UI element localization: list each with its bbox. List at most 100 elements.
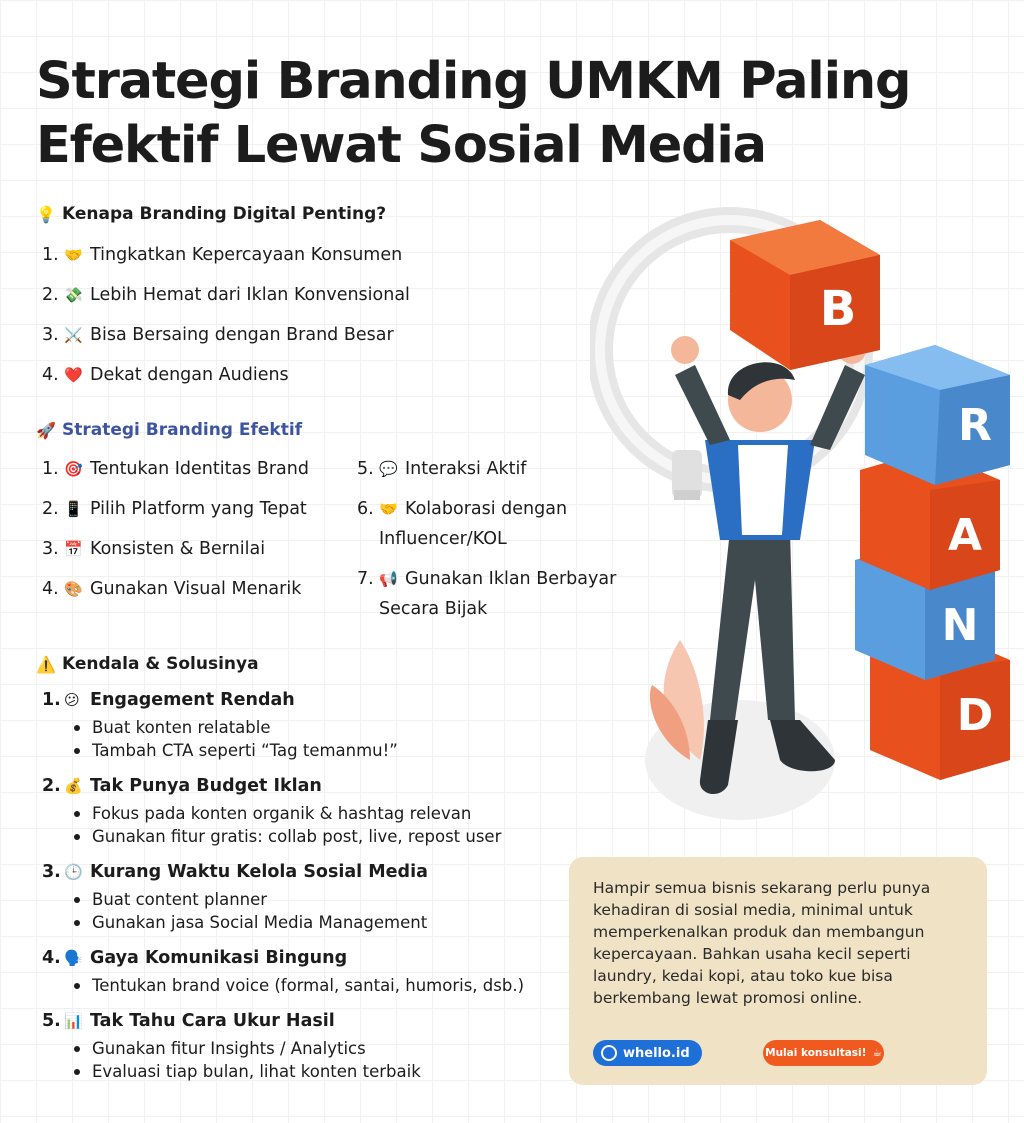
cube-b: B xyxy=(730,220,880,370)
bullet-text: Fokus pada konten organik & hashtag rele… xyxy=(92,804,472,823)
list-item: 1. 🎯 Tentukan Identitas Brand xyxy=(42,454,309,484)
bullet-text: Tambah CTA seperti “Tag temanmu!” xyxy=(92,741,398,760)
section-strategy-heading-text: Strategi Branding Efektif xyxy=(62,420,303,440)
obstacle-heading: 4. 🗣️ Gaya Komunikasi Bingung xyxy=(42,948,347,968)
bullet-dot xyxy=(74,920,80,926)
list-item: 6. 🤝 Kolaborasi dengan xyxy=(357,494,567,524)
website-label: whello.id xyxy=(623,1045,690,1061)
cube-letter-d: D xyxy=(957,690,994,741)
plant-icon xyxy=(649,640,704,760)
section-obstacles-heading-text: Kendala & Solusinya xyxy=(62,654,259,674)
lightbulb-icon: 💡 xyxy=(36,204,56,224)
item-number: 3. xyxy=(42,539,59,559)
cube-letter-b: B xyxy=(820,281,857,337)
bullet-dot xyxy=(74,811,80,817)
palette-icon: 🎨 xyxy=(64,580,83,598)
bullet-item: Tentukan brand voice (formal, santai, hu… xyxy=(74,975,524,997)
bullet-text: Gunakan fitur gratis: collab post, live,… xyxy=(92,827,502,846)
confused-face-icon: 😕 xyxy=(64,691,80,709)
list-item: 2. 📱 Pilih Platform yang Tepat xyxy=(42,494,307,524)
item-text: Interaksi Aktif xyxy=(405,459,527,479)
obstacle-title: Engagement Rendah xyxy=(90,690,295,710)
money-bag-icon: 💰 xyxy=(64,777,83,795)
rocket-icon: 🚀 xyxy=(36,420,56,440)
bullet-item: Buat konten relatable xyxy=(74,717,271,739)
obstacle-heading: 5. 📊 Tak Tahu Cara Ukur Hasil xyxy=(42,1011,335,1031)
bar-chart-icon: 📊 xyxy=(64,1012,83,1030)
bullet-item: Gunakan fitur Insights / Analytics xyxy=(74,1038,366,1060)
item-text: Bisa Bersaing dengan Brand Besar xyxy=(90,325,394,345)
item-number: 4. xyxy=(42,365,59,385)
bullet-dot xyxy=(74,897,80,903)
list-item: 5. 💬 Interaksi Aktif xyxy=(357,454,526,484)
bullet-text: Buat content planner xyxy=(92,890,268,909)
item-text-continued: Secara Bijak xyxy=(379,599,488,619)
obstacle-heading: 2. 💰 Tak Punya Budget Iklan xyxy=(42,776,322,796)
item-number: 6. xyxy=(357,499,374,519)
target-icon: 🎯 xyxy=(64,460,83,478)
list-item: 7. 📢 Gunakan Iklan Berbayar xyxy=(357,564,616,594)
consult-cta-button[interactable]: Mulai konsultasi! ☕ xyxy=(763,1040,884,1066)
money-wings-icon: 💸 xyxy=(64,286,83,304)
bullet-text: Tentukan brand voice (formal, santai, hu… xyxy=(92,976,525,995)
cta-label: Mulai konsultasi! xyxy=(765,1047,867,1059)
bullet-item: Gunakan jasa Social Media Management xyxy=(74,912,427,934)
obstacle-title: Kurang Waktu Kelola Sosial Media xyxy=(90,862,428,882)
item-number: 3. xyxy=(42,862,61,882)
bullet-text: Gunakan fitur Insights / Analytics xyxy=(92,1039,366,1058)
title-line-2: Efektif Lewat Sosial Media xyxy=(36,116,767,175)
obstacle-title: Gaya Komunikasi Bingung xyxy=(90,948,348,968)
bullet-item: Fokus pada konten organik & hashtag rele… xyxy=(74,803,471,825)
website-link-button[interactable]: whello.id xyxy=(593,1040,702,1066)
globe-icon xyxy=(601,1045,617,1061)
megaphone-icon: 📢 xyxy=(379,570,398,588)
item-number: 4. xyxy=(42,579,59,599)
section-strategy-heading: 🚀 Strategi Branding Efektif xyxy=(36,420,302,440)
obstacle-heading: 3. 🕒 Kurang Waktu Kelola Sosial Media xyxy=(42,862,428,882)
heart-icon: ❤️ xyxy=(64,366,83,384)
speaking-head-icon: 🗣️ xyxy=(64,949,83,967)
list-item: 1. 🤝 Tingkatkan Kepercayaan Konsumen xyxy=(42,240,402,270)
speech-bubble-icon: 💬 xyxy=(379,460,398,478)
bullet-dot xyxy=(74,725,80,731)
item-number: 1. xyxy=(42,459,59,479)
bullet-item: Buat content planner xyxy=(74,889,267,911)
section-why-heading-text: Kenapa Branding Digital Penting? xyxy=(62,204,387,224)
bullet-dot xyxy=(74,834,80,840)
item-text: Pilih Platform yang Tepat xyxy=(90,499,307,519)
bullet-text: Gunakan jasa Social Media Management xyxy=(92,913,428,932)
bullet-text: Evaluasi tiap bulan, lihat konten terbai… xyxy=(92,1062,421,1081)
item-number: 2. xyxy=(42,285,59,305)
obstacle-heading: 1. 😕 Engagement Rendah xyxy=(42,690,295,710)
list-item: 2. 💸 Lebih Hemat dari Iklan Konvensional xyxy=(42,280,410,310)
item-text: Gunakan Iklan Berbayar xyxy=(405,569,617,589)
list-item: 3. ⚔️ Bisa Bersaing dengan Brand Besar xyxy=(42,320,394,350)
item-text: Dekat dengan Audiens xyxy=(90,365,289,385)
calendar-icon: 📅 xyxy=(64,540,83,558)
bullet-item: Tambah CTA seperti “Tag temanmu!” xyxy=(74,740,398,762)
item-text: Tentukan Identitas Brand xyxy=(90,459,309,479)
mobile-phone-icon: 📱 xyxy=(64,500,83,518)
item-text: Tingkatkan Kepercayaan Konsumen xyxy=(90,245,403,265)
bullet-item: Gunakan fitur gratis: collab post, live,… xyxy=(74,826,501,848)
handshake-icon: 🤝 xyxy=(379,500,398,518)
cube-letter-r: R xyxy=(958,400,992,451)
cube-letter-a: A xyxy=(948,510,982,561)
item-number: 2. xyxy=(42,499,59,519)
bullet-item: Evaluasi tiap bulan, lihat konten terbai… xyxy=(74,1061,421,1083)
list-item: 3. 📅 Konsisten & Bernilai xyxy=(42,534,265,564)
crossed-swords-icon: ⚔️ xyxy=(64,326,83,344)
info-card: Hampir semua bisnis sekarang perlu punya… xyxy=(569,857,987,1085)
item-text: Gunakan Visual Menarik xyxy=(90,579,302,599)
bullet-dot xyxy=(74,983,80,989)
item-number: 1. xyxy=(42,690,61,710)
item-text: Kolaborasi dengan xyxy=(405,499,568,519)
brand-illustration: B R A N D xyxy=(590,207,1010,820)
title-line-1: Strategi Branding UMKM Paling xyxy=(36,52,911,111)
info-card-text: Hampir semua bisnis sekarang perlu punya… xyxy=(593,879,931,1007)
page-title: Strategi Branding UMKM Paling Efektif Le… xyxy=(36,50,936,178)
bullet-text: Buat konten relatable xyxy=(92,718,271,737)
obstacle-title: Tak Punya Budget Iklan xyxy=(90,776,322,796)
item-number: 5. xyxy=(42,1011,61,1031)
obstacle-title: Tak Tahu Cara Ukur Hasil xyxy=(90,1011,335,1031)
